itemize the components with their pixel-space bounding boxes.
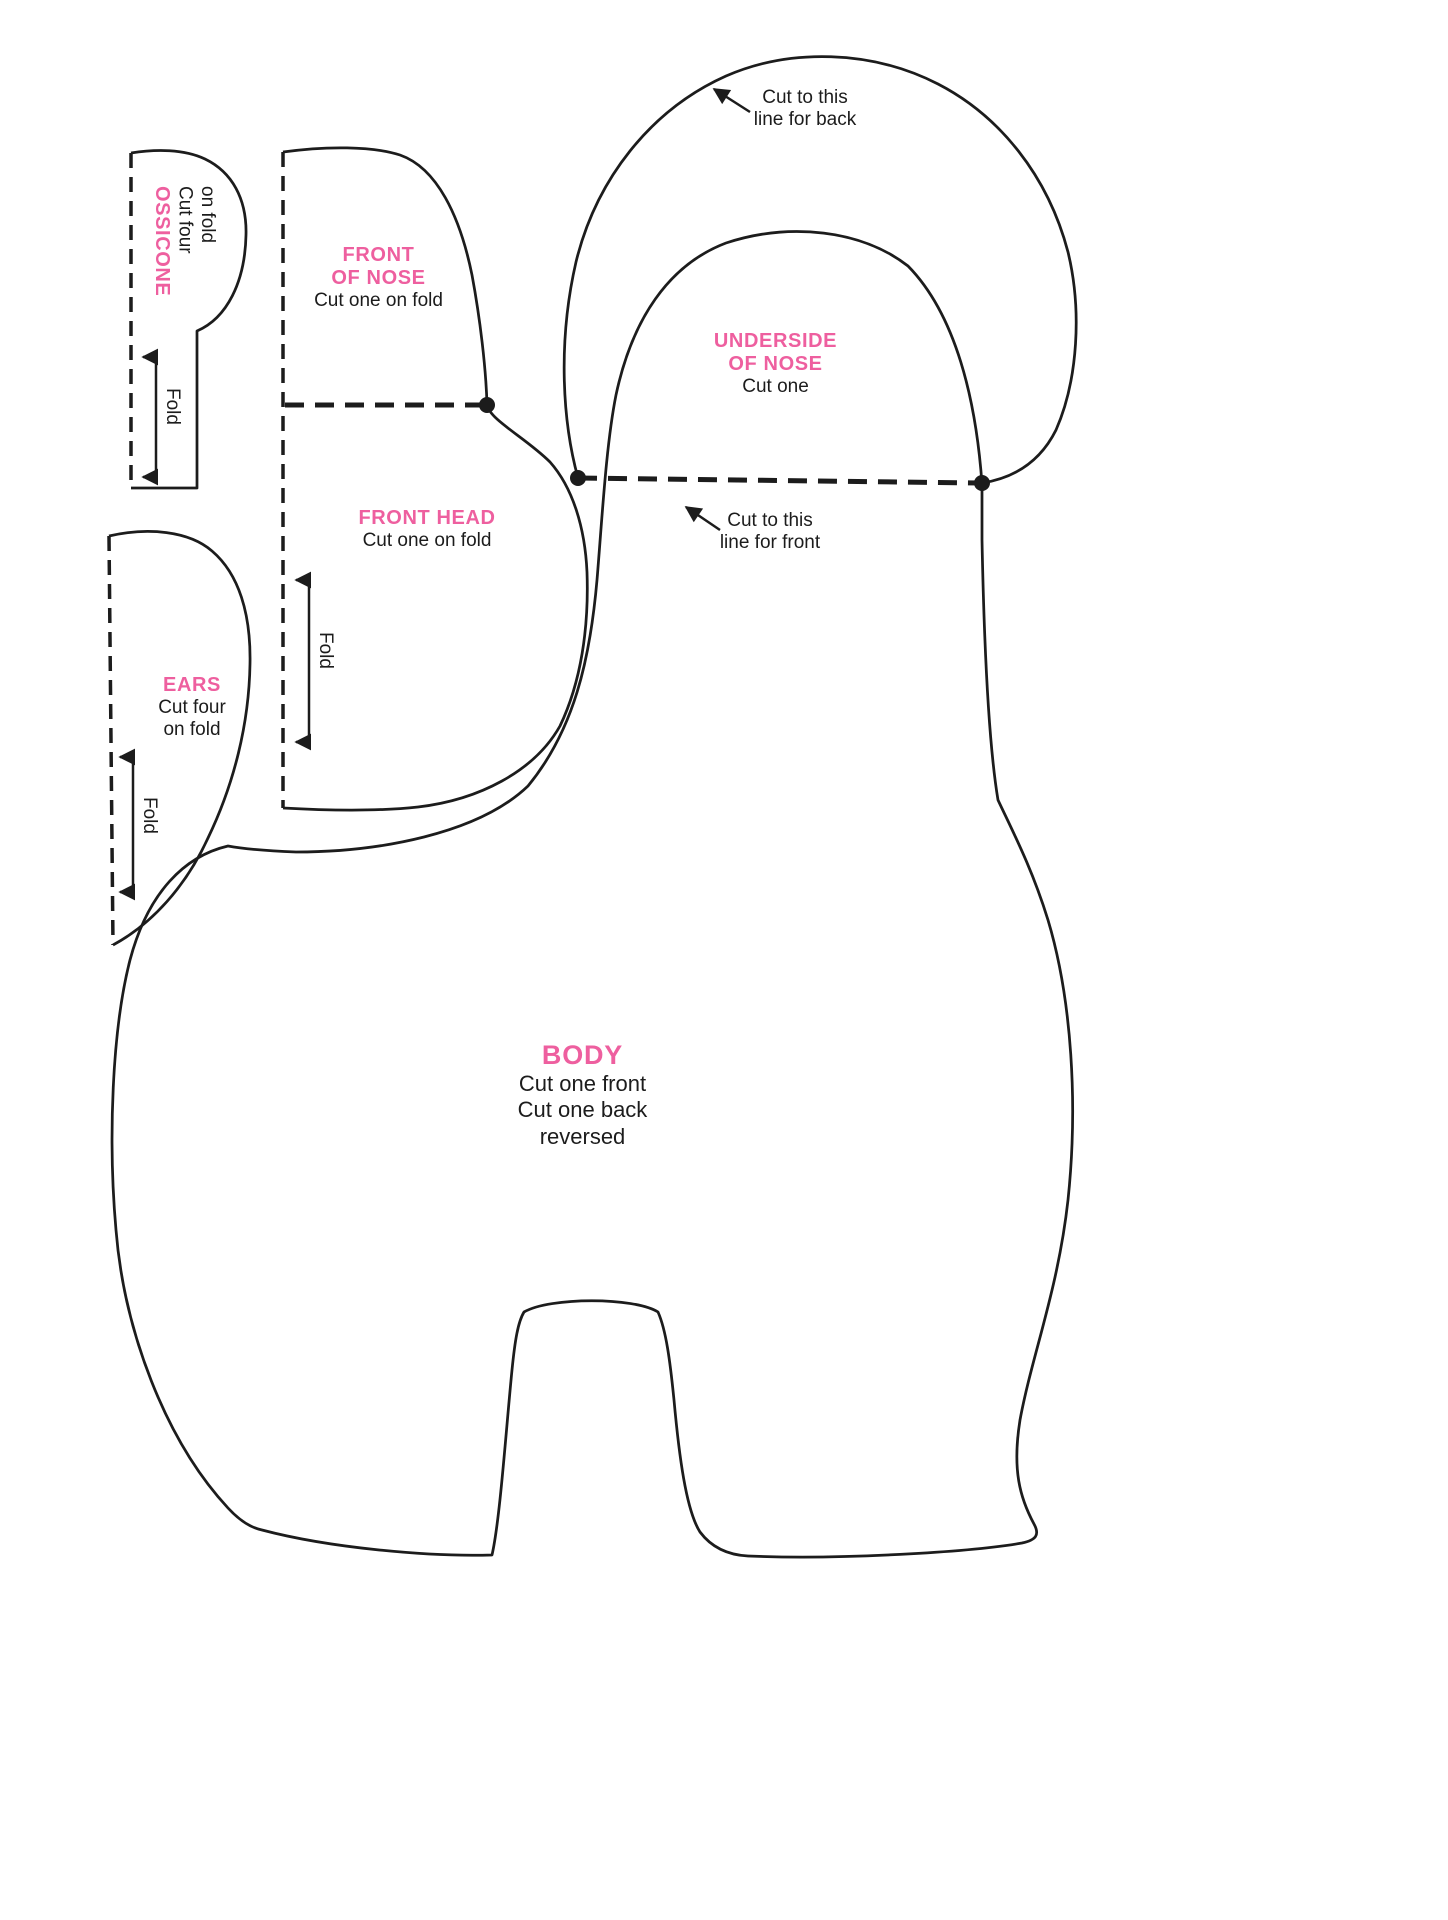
underside-of-nose-outline — [562, 55, 1078, 485]
ossicone-label: OSSICONE Cut four on fold — [150, 186, 218, 396]
cut-front-note: Cut to this line for front — [700, 510, 840, 555]
ossicone-title: OSSICONE — [151, 186, 173, 297]
body-cut-line3: reversed — [539, 1123, 626, 1149]
underside-of-nose-label: UNDERSIDE OF NOSE Cut one — [673, 330, 878, 398]
ears-fold-label: Fold — [139, 797, 160, 834]
underside-cut: Cut one — [742, 376, 809, 397]
cut-front-note-line2: line for front — [719, 532, 821, 554]
ears-label: EARS Cut four on fold — [118, 674, 266, 742]
cut-back-note-line1: Cut to this — [762, 87, 848, 108]
cut-line-dot — [974, 475, 990, 491]
ears-cut-line1: Cut four — [158, 697, 226, 718]
cut-front-note-line1: Cut to this — [727, 510, 813, 531]
front-cut-line — [577, 475, 983, 486]
body-cut-line2: Cut one back — [517, 1097, 648, 1123]
front-of-nose-title-line1: FRONT — [342, 244, 415, 266]
cut-front-arrow — [684, 505, 721, 532]
front-of-nose-title-line2: OF NOSE — [331, 267, 426, 289]
ears-cut-line2: on fold — [163, 719, 221, 741]
front-of-nose-cut: Cut one on fold — [314, 290, 443, 311]
cut-back-arrow — [712, 87, 751, 114]
front-head-label: FRONT HEAD Cut one on fold — [327, 507, 527, 552]
cut-back-note-line2: line for back — [753, 109, 857, 131]
body-outline — [110, 230, 1074, 1559]
underside-title-line1: UNDERSIDE — [713, 330, 838, 352]
cut-line-dot — [570, 470, 586, 486]
front-nose-and-head-outline — [282, 146, 589, 812]
ossicone-cut-line1: Cut four — [174, 186, 196, 254]
body-cut-line1: Cut one front — [518, 1071, 647, 1097]
underside-title-line2: OF NOSE — [728, 353, 823, 375]
body-label: BODY Cut one front Cut one back reversed — [430, 1040, 735, 1150]
ears-title: EARS — [163, 674, 221, 696]
cut-back-note: Cut to this line for back — [735, 87, 875, 132]
front-of-nose-label: FRONT OF NOSE Cut one on fold — [286, 244, 471, 312]
front-head-cut: Cut one on fold — [362, 530, 492, 551]
body-title: BODY — [541, 1040, 624, 1070]
ears-outline — [108, 530, 252, 947]
front-head-title: FRONT HEAD — [358, 507, 496, 529]
ossicone-outline — [130, 149, 248, 490]
ossicone-cut-line2: on fold — [196, 186, 218, 244]
ears-fold-edge — [107, 535, 115, 946]
cut-line-dot — [479, 397, 495, 413]
front-head-fold-label: Fold — [315, 632, 336, 669]
ossicone-fold-label: Fold — [162, 388, 183, 425]
